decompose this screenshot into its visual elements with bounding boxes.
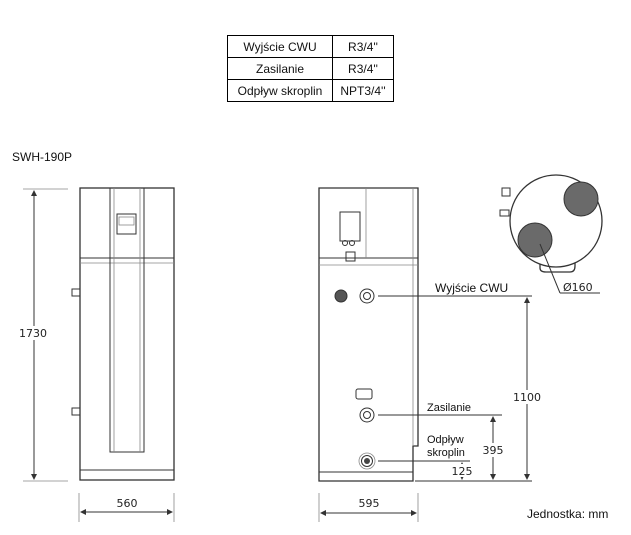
anode-port <box>334 289 348 303</box>
outlet-height-dimension: 1100 <box>513 391 541 404</box>
pipe-stub <box>71 407 81 416</box>
air-outlet-grille <box>563 181 599 217</box>
drain-label-line1: Odpływ <box>427 434 464 446</box>
side-casing <box>318 187 419 482</box>
front-width-dimension: 560 <box>117 497 138 510</box>
supply-connection <box>359 407 375 423</box>
unit-note: Jednostka: mm <box>527 507 608 521</box>
duct-diameter: Ø160 <box>563 281 593 294</box>
height-dimension: 1730 <box>19 327 47 340</box>
supply-height-dimension: 395 <box>483 444 504 457</box>
air-inlet-grille <box>517 222 553 258</box>
front-view: 1730 560 <box>16 187 175 522</box>
control-display <box>116 213 137 235</box>
connection-name: Odpływ skroplin <box>227 79 333 102</box>
connection-thread: NPT3/4'' <box>332 79 394 102</box>
front-casing <box>79 187 175 481</box>
supply-label: Zasilanie <box>427 402 471 414</box>
drain-height-dimension: 125 <box>452 465 473 478</box>
outlet-connection <box>359 288 375 304</box>
side-width-dimension: 595 <box>359 497 380 510</box>
front-center-panel <box>109 187 145 453</box>
model-name: SWH-190P <box>12 150 72 164</box>
drain-label-line2: skroplin <box>427 447 465 459</box>
pipe-stub <box>71 288 81 297</box>
top-view: Ø160 <box>499 174 603 294</box>
outlet-label: Wyjście CWU <box>435 281 508 295</box>
drain-connection <box>358 452 376 470</box>
side-view: Wyjście CWU Zasilanie Odpływ skroplin 11… <box>318 187 542 522</box>
